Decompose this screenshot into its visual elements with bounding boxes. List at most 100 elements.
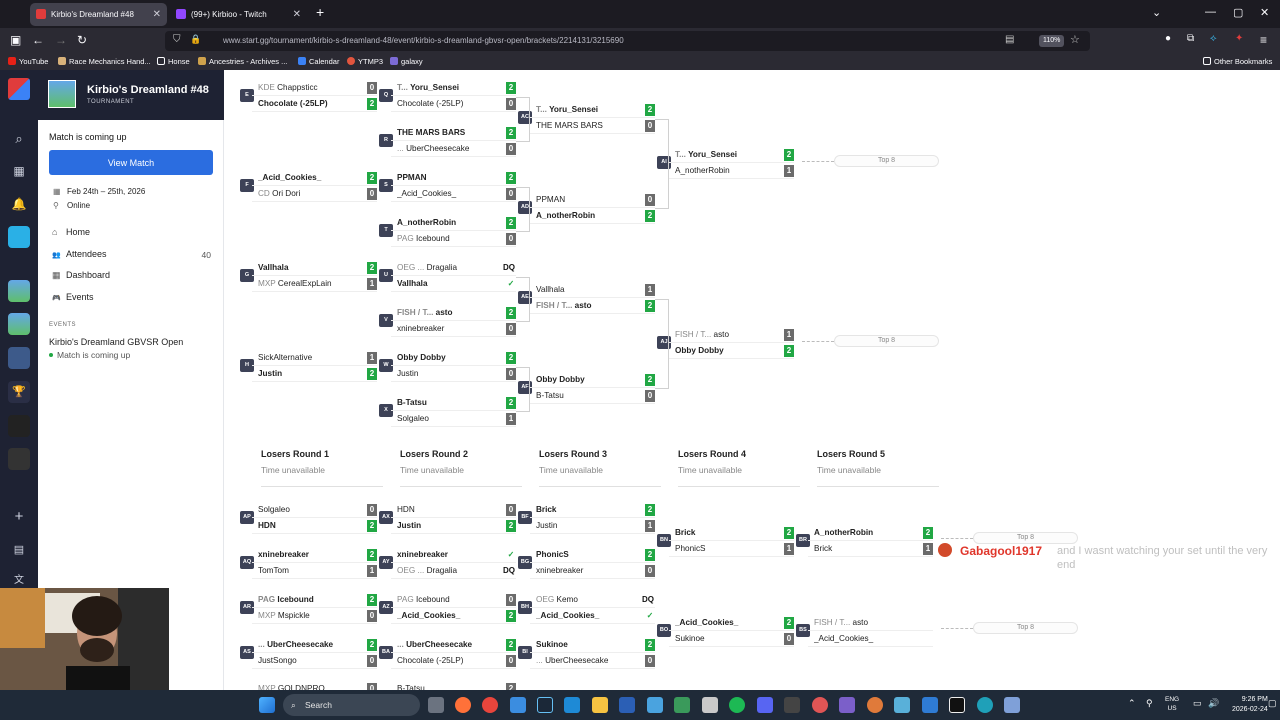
close-window-button[interactable]: ✕ (1260, 7, 1270, 19)
tournament-icon[interactable] (8, 280, 30, 302)
tray-icon[interactable]: ⚲ (1146, 698, 1153, 708)
app-icon[interactable] (1004, 697, 1020, 713)
edge-icon[interactable] (977, 697, 993, 713)
bookmark-race[interactable]: Race Mechanics Hand... (58, 57, 151, 66)
translate-icon[interactable]: 文 (14, 575, 24, 586)
player-slot[interactable]: Chocolate (-25LP)0 (391, 653, 516, 669)
bookmark-ytmp3[interactable]: YTMP3 (347, 57, 383, 66)
account-icon[interactable]: ● (1165, 33, 1172, 44)
trophy-icon[interactable]: 🏆 (8, 381, 30, 403)
nav-home[interactable]: ⌂Home (52, 227, 91, 237)
bracket-set[interactable]: MXP GOLDNPRO0KDE Chappsticc (252, 681, 377, 690)
menu-icon[interactable]: ≡ (1260, 33, 1268, 47)
calendar-icon[interactable]: ▦ (13, 164, 25, 178)
bookmark-youtube[interactable]: YouTube (8, 57, 48, 66)
app-icon[interactable] (812, 697, 828, 713)
player-slot[interactable]: _Acid_Cookies_0 (391, 186, 516, 202)
word-icon[interactable] (619, 697, 635, 713)
notification-icon[interactable]: ▢ (1268, 698, 1277, 708)
app-icon[interactable] (949, 697, 965, 713)
player-slot[interactable]: _Acid_Cookies_2 (252, 170, 377, 186)
player-slot[interactable]: Chocolate (-25LP)0 (391, 96, 516, 112)
app-icon[interactable] (784, 697, 800, 713)
extension-icon[interactable]: ⟡ (1210, 33, 1217, 44)
windows-start-icon[interactable] (259, 697, 275, 713)
event-name[interactable]: Kirbio's Dreamland GBVSR Open (49, 337, 184, 347)
app-icon[interactable] (674, 697, 690, 713)
file-explorer-icon[interactable] (592, 697, 608, 713)
player-slot[interactable]: _Acid_Cookies_✓ (530, 608, 655, 624)
firefox-icon[interactable] (455, 697, 471, 713)
nav-events[interactable]: 🎮Events (52, 292, 94, 302)
app-icon[interactable] (922, 697, 938, 713)
add-icon[interactable]: + (14, 508, 24, 525)
input-language[interactable]: ENG US (1165, 696, 1180, 712)
player-slot[interactable]: xninebreaker✓ (391, 547, 516, 563)
forward-button[interactable]: → (55, 33, 67, 47)
bell-icon[interactable]: 🔔 (11, 197, 27, 211)
player-slot[interactable]: _Acid_Cookies_2 (669, 615, 794, 631)
volume-icon[interactable]: 🔊 (1208, 698, 1220, 708)
tab-list-icon[interactable]: ⌄ (1152, 7, 1162, 19)
discord-icon[interactable] (757, 697, 773, 713)
tournament-icon[interactable] (8, 415, 30, 437)
chrome-icon[interactable] (482, 697, 498, 713)
back-button[interactable]: ← (32, 33, 44, 47)
bookmark-star-icon[interactable]: ☆ (1070, 34, 1080, 46)
taskbar-search[interactable]: ⌕Search (283, 694, 420, 716)
vscode-icon[interactable] (564, 697, 580, 713)
close-icon[interactable]: ✕ (152, 9, 161, 20)
startgg-logo-icon[interactable] (8, 78, 30, 100)
task-view-icon[interactable] (428, 697, 444, 713)
